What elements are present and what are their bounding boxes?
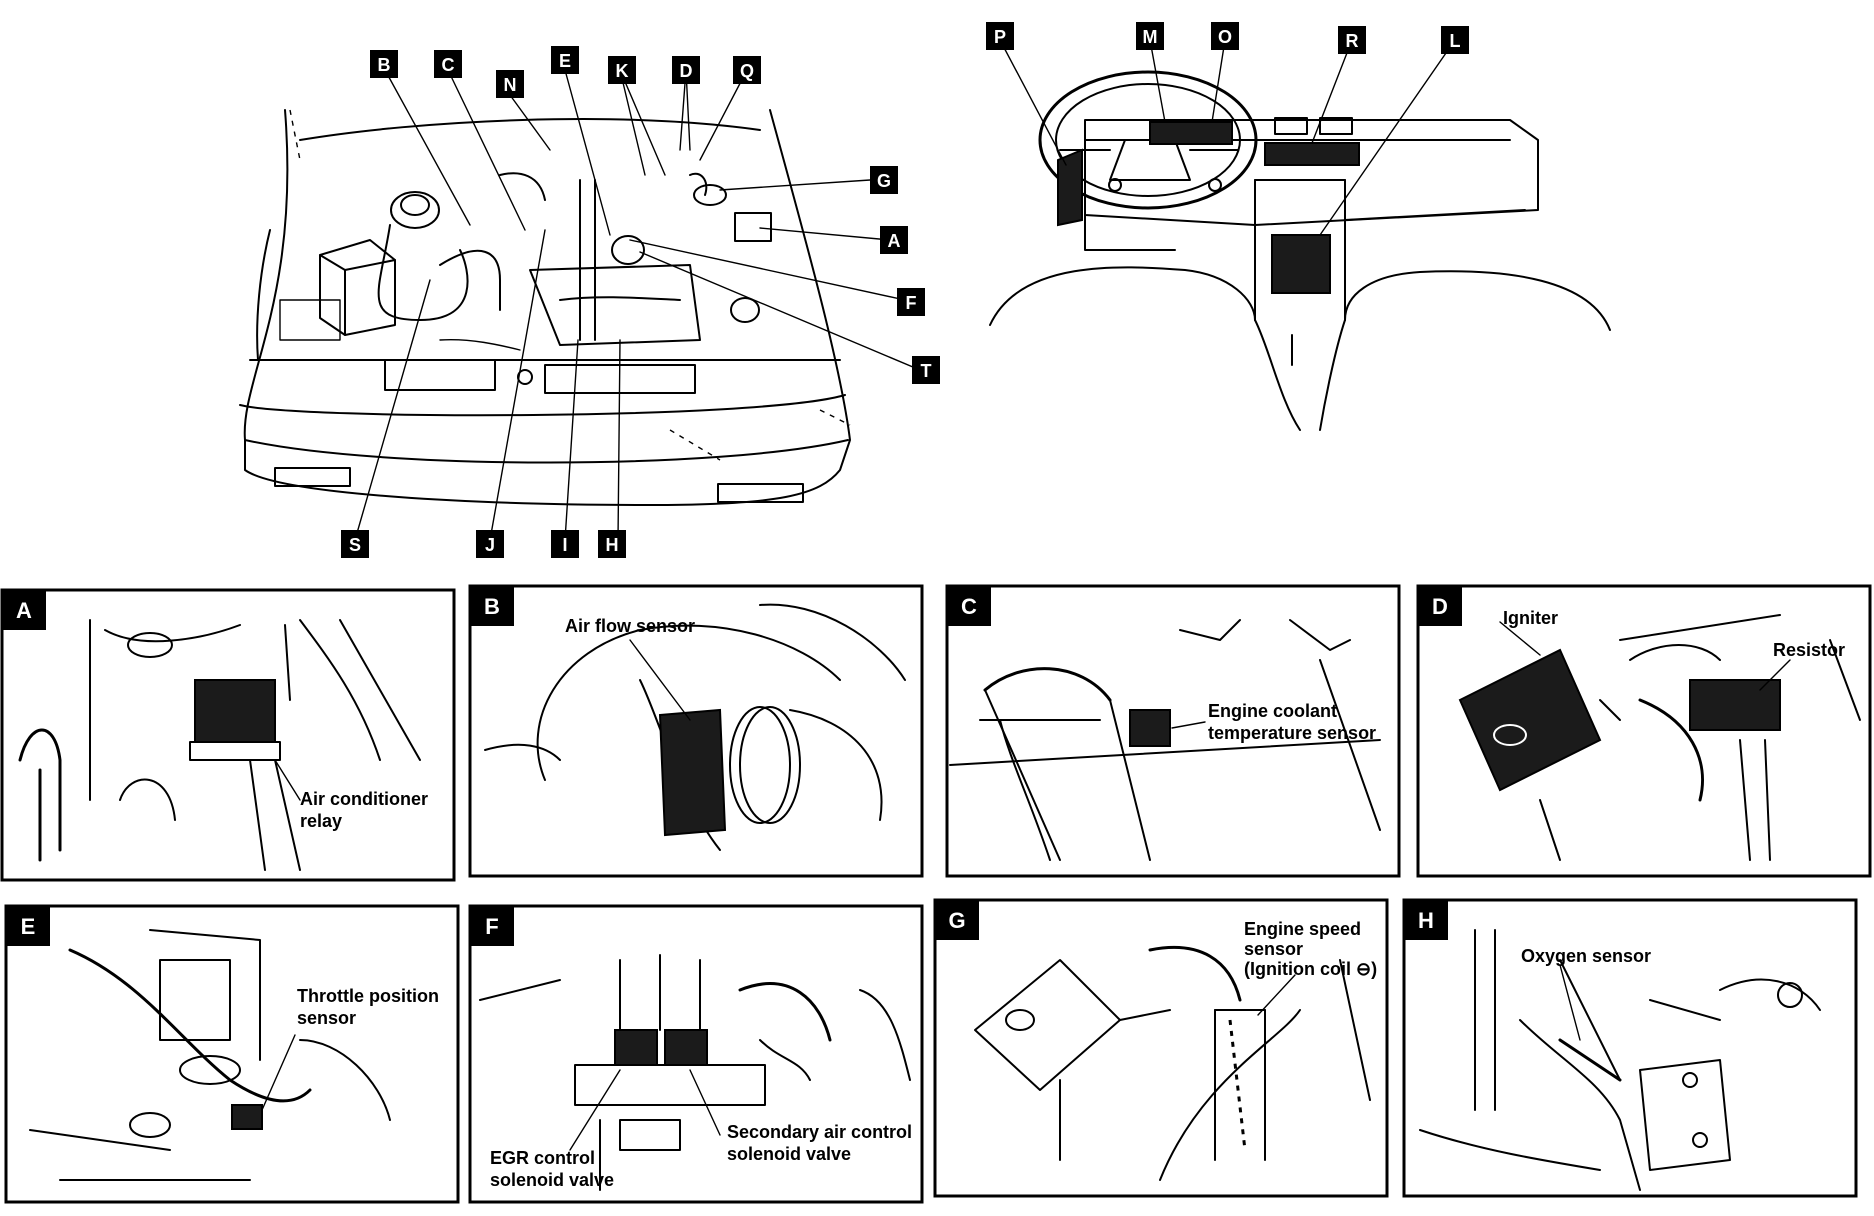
dash-component-P (1057, 148, 1083, 227)
callout-G: G (870, 166, 898, 194)
callout-S: S (341, 530, 369, 558)
dash-callouts: P M O R L (986, 22, 1469, 54)
svg-text:I: I (562, 535, 567, 555)
panel-g: G Engine speed sensor (Ignition coil ⊖) (933, 898, 1389, 1198)
dash-leader-lines (999, 39, 1456, 236)
callout-K: K (608, 56, 636, 84)
svg-text:Throttle position: Throttle position (297, 986, 439, 1006)
svg-text:F: F (906, 293, 917, 313)
panel-d: D Igniter Resistor (1416, 584, 1872, 878)
svg-text:L: L (1450, 31, 1461, 51)
svg-text:H: H (606, 535, 619, 555)
svg-text:sensor: sensor (297, 1008, 356, 1028)
svg-text:C: C (961, 594, 977, 619)
resistor-part (1689, 679, 1781, 731)
svg-text:Air conditioner: Air conditioner (300, 789, 428, 809)
svg-text:D: D (680, 61, 693, 81)
callout-C: C (434, 50, 462, 78)
callout-R: R (1338, 26, 1366, 54)
svg-text:G: G (948, 908, 965, 933)
callout-N: N (496, 70, 524, 98)
callout-I: I (551, 530, 579, 558)
callout-B: B (370, 50, 398, 78)
svg-text:Air flow sensor: Air flow sensor (565, 616, 695, 636)
svg-text:A: A (16, 598, 32, 623)
svg-text:P: P (994, 27, 1006, 47)
svg-text:B: B (484, 594, 500, 619)
svg-text:Secondary air control: Secondary air control (727, 1122, 912, 1142)
callout-M: M (1136, 22, 1164, 50)
svg-text:B: B (378, 55, 391, 75)
svg-text:G: G (877, 171, 891, 191)
svg-text:E: E (21, 914, 36, 939)
svg-text:T: T (921, 361, 932, 381)
panel-h: H Oxygen sensor (1402, 898, 1858, 1198)
callout-D: D (672, 56, 700, 84)
svg-text:F: F (485, 914, 498, 939)
engine-callouts: B C N E K D Q G A F T S J I H (341, 46, 940, 558)
svg-text:R: R (1346, 31, 1359, 51)
svg-text:J: J (485, 535, 495, 555)
callout-A: A (880, 226, 908, 254)
dash-component-R (1264, 142, 1360, 166)
secondary-air-control-solenoid-valve-part (664, 1029, 708, 1066)
igniter-part (1458, 648, 1602, 792)
svg-text:Engine speed: Engine speed (1244, 919, 1361, 939)
panel-e: E Throttle position sensor (4, 904, 460, 1204)
svg-text:temperature sensor: temperature sensor (1208, 723, 1376, 743)
svg-text:C: C (442, 55, 455, 75)
svg-text:solenoid valve: solenoid valve (727, 1144, 851, 1164)
svg-text:M: M (1143, 27, 1158, 47)
egr-control-solenoid-valve-part (614, 1029, 658, 1066)
dashboard-drawing (989, 70, 1611, 431)
air-flow-sensor-part (658, 708, 727, 837)
svg-text:N: N (504, 75, 517, 95)
svg-text:O: O (1218, 27, 1232, 47)
svg-text:relay: relay (300, 811, 342, 831)
dash-component-L (1271, 234, 1331, 294)
svg-text:solenoid valve: solenoid valve (490, 1170, 614, 1190)
panel-a: A Air conditioner relay (0, 588, 456, 882)
dash-component-M (1149, 121, 1233, 145)
svg-text:Oxygen sensor: Oxygen sensor (1521, 946, 1651, 966)
panel-b: B Air flow sensor (468, 584, 924, 878)
callout-T: T (912, 356, 940, 384)
svg-text:Resistor: Resistor (1773, 640, 1845, 660)
svg-text:EGR control: EGR control (490, 1148, 595, 1168)
svg-text:H: H (1418, 908, 1434, 933)
throttle-position-sensor-part (231, 1104, 263, 1130)
panel-c: C Engine coolant temperature sensor (945, 584, 1401, 878)
callout-Q: Q (733, 56, 761, 84)
engine-leader-lines (354, 69, 921, 541)
svg-text:E: E (559, 51, 571, 71)
engine-bay-drawing (239, 109, 851, 506)
svg-text:Q: Q (740, 61, 754, 81)
svg-text:sensor: sensor (1244, 939, 1303, 959)
svg-text:(Ignition coil ⊖): (Ignition coil ⊖) (1244, 959, 1377, 979)
svg-text:Igniter: Igniter (1503, 608, 1558, 628)
svg-text:K: K (616, 61, 629, 81)
callout-O: O (1211, 22, 1239, 50)
svg-text:S: S (349, 535, 361, 555)
callout-P: P (986, 22, 1014, 50)
callout-F: F (897, 288, 925, 316)
callout-J: J (476, 530, 504, 558)
air-conditioner-relay-part (194, 679, 276, 743)
svg-text:Engine coolant: Engine coolant (1208, 701, 1337, 721)
svg-text:D: D (1432, 594, 1448, 619)
svg-text:A: A (888, 231, 901, 251)
callout-H: H (598, 530, 626, 558)
callout-L: L (1441, 26, 1469, 54)
callout-E: E (551, 46, 579, 74)
panel-f: F EGR control solenoid valve Secondary a… (468, 904, 924, 1204)
engine-coolant-temperature-sensor-part (1129, 709, 1171, 747)
